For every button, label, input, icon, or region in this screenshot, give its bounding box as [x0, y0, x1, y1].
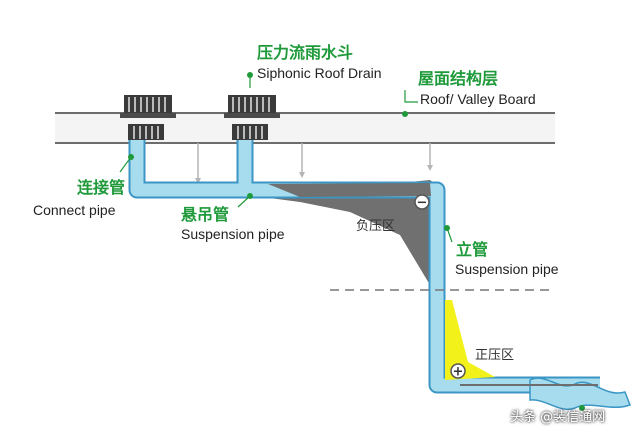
roof-board-label-en: Roof/ Valley Board [420, 91, 536, 107]
siphonic-drain-label-cn: 压力流雨水斗 [257, 43, 354, 62]
negative-pressure-label: 负压区 [356, 219, 396, 234]
roof-drain-1 [120, 95, 176, 140]
watermark: 头条 @装信通网 [510, 410, 606, 425]
negative-pressure-zone [262, 180, 438, 290]
suspension-pipe-label-en: Suspension pipe [181, 226, 285, 242]
positive-pressure-zone [445, 300, 495, 380]
negative-sign: − [417, 196, 428, 211]
pipe-hangers [195, 143, 433, 184]
positive-pressure-label: 正压区 [475, 348, 515, 363]
suspension-pipe-label-cn: 悬吊管 [181, 205, 230, 224]
roof-layer-label-cn: 屋面结构层 [418, 69, 499, 88]
positive-sign: + [453, 365, 464, 380]
positive-sign-marker: + [450, 363, 466, 380]
leader-dots [128, 72, 585, 411]
vertical-pipe-label-cn: 立管 [456, 240, 489, 259]
siphonic-drain-label-en: Siphonic Roof Drain [257, 65, 382, 81]
connect-pipe-label-cn: 连接管 [77, 178, 126, 197]
negative-sign-marker: − [414, 194, 430, 211]
connect-pipe-label-en: Connect pipe [33, 202, 116, 218]
vertical-pipe-label-en: Suspension pipe [455, 261, 559, 277]
outlet-water [529, 377, 631, 411]
roof-drain-2 [224, 95, 280, 140]
